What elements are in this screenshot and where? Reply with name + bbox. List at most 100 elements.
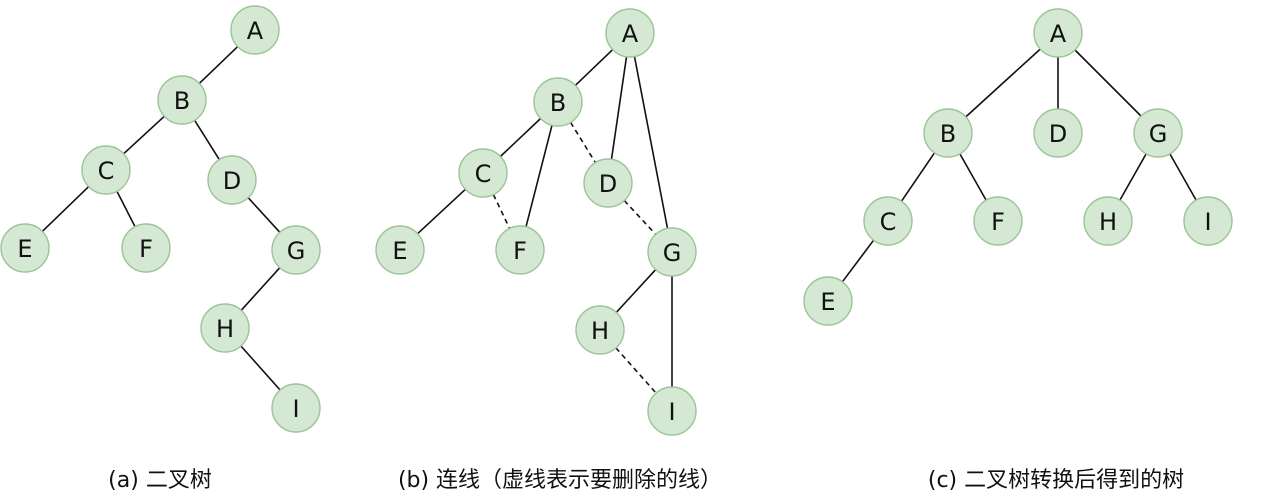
node-circle-b-H — [575, 305, 625, 355]
diagram-a-nodes: A B C D E F G H I — [0, 5, 321, 433]
caption-c: (c) 二叉树转换后得到的树 — [927, 468, 1185, 493]
node-label-b-H: H — [591, 317, 609, 345]
edge-a-G-H — [240, 267, 281, 311]
node-circle-c-I — [1183, 196, 1233, 246]
node-b-H: H — [575, 305, 625, 355]
node-label-a-I: I — [292, 395, 299, 423]
node-circle-a-A — [230, 5, 280, 55]
node-label-a-D: D — [223, 167, 241, 195]
node-label-b-A: A — [622, 20, 639, 48]
node-circle-b-E — [375, 225, 425, 275]
node-label-a-H: H — [216, 315, 234, 343]
node-c-A: A — [1033, 8, 1083, 58]
edge-a-D-G — [247, 197, 281, 233]
edge-c-G-I — [1169, 153, 1197, 201]
node-circle-c-C — [863, 196, 913, 246]
node-circle-a-G — [271, 225, 321, 275]
node-b-I: I — [647, 386, 697, 436]
node-circle-a-E — [0, 223, 50, 273]
edge-b-G-H — [615, 269, 657, 313]
node-circle-a-B — [157, 75, 207, 125]
edge-c-A-B — [965, 48, 1041, 118]
caption-a: (a) 二叉树 — [108, 468, 212, 493]
node-c-H: H — [1083, 196, 1133, 246]
edge-a-C-E — [41, 186, 90, 232]
node-circle-c-A — [1033, 8, 1083, 58]
node-label-b-B: B — [550, 89, 566, 117]
node-circle-c-G — [1133, 108, 1183, 158]
node-circle-c-E — [803, 276, 853, 326]
node-a-F: F — [121, 223, 171, 273]
node-label-a-C: C — [98, 157, 115, 185]
node-circle-c-H — [1083, 196, 1133, 246]
node-label-c-D: D — [1049, 120, 1067, 148]
node-label-a-E: E — [17, 235, 32, 263]
node-circle-b-F — [495, 225, 545, 275]
edge-b-A-G — [633, 56, 669, 229]
diagram-c-edges — [841, 48, 1197, 283]
diagram-b-nodes: A B C D E F G H I — [375, 8, 697, 436]
node-circle-c-F — [973, 196, 1023, 246]
edge-b-B-C — [499, 117, 542, 158]
edge-b-C-F-dashed — [492, 194, 511, 229]
node-label-b-D: D — [599, 170, 617, 198]
node-circle-c-D — [1033, 108, 1083, 158]
node-c-I: I — [1183, 196, 1233, 246]
edge-b-C-E — [417, 188, 466, 235]
node-a-H: H — [200, 303, 250, 353]
node-label-c-I: I — [1204, 208, 1211, 236]
node-a-A: A — [230, 5, 280, 55]
node-label-a-F: F — [139, 235, 153, 263]
edge-a-A-B — [198, 46, 239, 84]
node-circle-b-D — [583, 158, 633, 208]
edge-a-H-I — [240, 345, 281, 391]
node-a-C: C — [81, 145, 131, 195]
edge-c-A-G — [1074, 49, 1142, 117]
node-circle-b-A — [605, 8, 655, 58]
node-a-G: G — [271, 225, 321, 275]
node-b-A: A — [605, 8, 655, 58]
edge-a-B-D — [194, 119, 220, 161]
edge-c-G-H — [1119, 153, 1147, 201]
node-label-b-G: G — [663, 239, 682, 267]
node-label-c-H: H — [1099, 208, 1117, 236]
node-a-E: E — [0, 223, 50, 273]
node-circle-c-B — [923, 108, 973, 158]
node-circle-a-C — [81, 145, 131, 195]
diagram-b-connected: A B C D E F G H I — [375, 8, 697, 436]
node-label-b-I: I — [668, 398, 675, 426]
node-b-G: G — [647, 227, 697, 277]
node-circle-a-D — [207, 155, 257, 205]
edge-b-H-I-dashed — [615, 347, 657, 394]
node-b-E: E — [375, 225, 425, 275]
node-circle-a-I — [271, 383, 321, 433]
node-c-E: E — [803, 276, 853, 326]
node-c-G: G — [1133, 108, 1183, 158]
node-circle-b-C — [458, 148, 508, 198]
node-label-a-B: B — [174, 87, 190, 115]
node-label-b-F: F — [513, 237, 527, 265]
node-circle-b-I — [647, 386, 697, 436]
node-label-c-E: E — [820, 288, 835, 316]
edge-b-A-B — [574, 49, 614, 86]
node-b-F: F — [495, 225, 545, 275]
node-label-b-C: C — [475, 160, 492, 188]
edge-b-D-G-dashed — [623, 200, 657, 235]
node-circle-a-H — [200, 303, 250, 353]
node-circle-a-F — [121, 223, 171, 273]
node-label-c-G: G — [1149, 120, 1168, 148]
node-a-I: I — [271, 383, 321, 433]
edge-b-B-F — [525, 125, 553, 227]
node-c-B: B — [923, 108, 973, 158]
node-b-B: B — [533, 77, 583, 127]
node-label-c-A: A — [1050, 20, 1067, 48]
caption-b: (b) 连线（虚线表示要删除的线） — [397, 468, 723, 493]
diagram-a-binary-tree: A B C D E F G H I — [0, 5, 321, 433]
node-b-C: C — [458, 148, 508, 198]
node-label-a-G: G — [287, 237, 306, 265]
diagram-b-edges — [417, 49, 673, 394]
edge-a-C-F — [116, 191, 136, 227]
